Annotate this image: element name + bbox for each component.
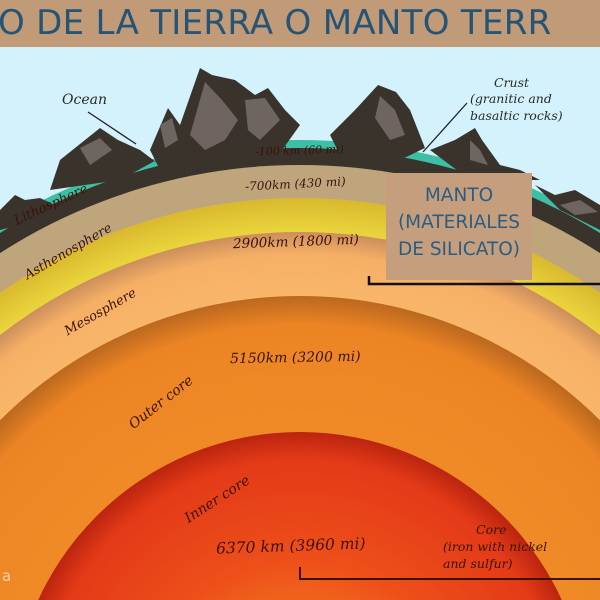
label-crust: Crust <box>494 75 530 90</box>
label-core-detail-2: and sulfur) <box>443 556 513 571</box>
ocean-leader-line <box>87 111 137 145</box>
mantle-callout-line-3: DE SILICATO) <box>398 239 520 260</box>
mantle-callout-line-1: MANTO <box>424 185 494 206</box>
title-bar: O DE LA TIERRA O MANTO TERR <box>0 0 600 47</box>
mantle-bracket-line <box>367 276 600 286</box>
watermark-text: a <box>2 567 12 585</box>
mountain-highlights <box>80 82 598 215</box>
inner-core-layer <box>38 432 562 600</box>
label-crust-detail-2: basaltic rocks) <box>470 108 563 123</box>
mantle-callout-line-2: (MATERIALES <box>397 212 521 233</box>
mantle-callout-box: MANTO (MATERIALES DE SILICATO) <box>386 173 532 280</box>
label-core: Core <box>476 522 507 537</box>
label-ocean: Ocean <box>62 92 107 108</box>
crust-leader-line <box>422 102 468 153</box>
core-bracket-line <box>299 567 600 580</box>
label-crust-detail-1: (granitic and <box>470 91 552 106</box>
depth-outer-core: 5150km (3200 mi) <box>229 348 361 368</box>
page-title: O DE LA TIERRA O MANTO TERR <box>0 3 552 43</box>
label-core-detail-1: (iron with nickel <box>443 539 548 554</box>
